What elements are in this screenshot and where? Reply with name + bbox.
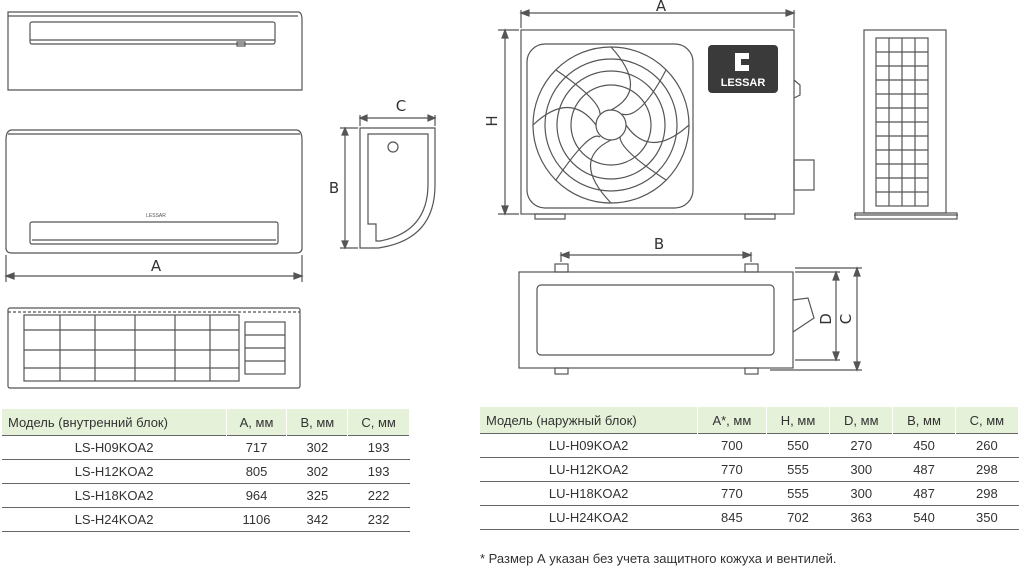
table-cell: LU-H24KOA2 [480, 505, 698, 530]
outdoor-front-view [498, 9, 815, 220]
table-cell: 270 [829, 433, 893, 458]
table-cell: LU-H18KOA2 [480, 481, 698, 506]
table-cell: LS-H24KOA2 [2, 507, 227, 532]
table-row: LU-H12KOA2 770 555 300 487 298 [480, 457, 1019, 482]
table-cell: 555 [766, 481, 830, 506]
table-cell: 342 [286, 507, 348, 532]
table-cell: 450 [892, 433, 956, 458]
table-cell: 302 [286, 459, 348, 484]
table-cell: LS-H09KOA2 [2, 435, 227, 460]
table-row: LS-H24KOA2 1106 342 232 [2, 507, 410, 532]
table-cell: 555 [766, 457, 830, 482]
table-cell: 193 [347, 435, 410, 460]
table-cell: 487 [892, 457, 956, 482]
table-cell: 487 [892, 481, 956, 506]
header-cell: C, мм [347, 409, 410, 436]
header-cell: B, мм [286, 409, 349, 436]
indoor-brand-text: LESSAR [146, 213, 166, 219]
dim-label-c-indoor: C [396, 97, 406, 115]
dim-label-c-outdoor: C [837, 314, 855, 324]
dim-label-d-outdoor: D [817, 313, 835, 325]
header-cell: H, мм [766, 407, 831, 434]
table-cell: 298 [955, 457, 1019, 482]
table-header-row: Модель (наружный блок) A*, мм H, мм D, м… [480, 407, 1020, 434]
table-cell: 298 [955, 481, 1019, 506]
table-row: LU-H09KOA2 700 550 270 450 260 [480, 433, 1019, 458]
table-cell: 260 [955, 433, 1019, 458]
outdoor-side-view [854, 29, 958, 220]
table-row: LU-H18KOA2 770 555 300 487 298 [480, 481, 1019, 506]
table-cell: 702 [766, 505, 830, 530]
header-cell: Модель (внутренний блок) [2, 409, 227, 436]
indoor-top-view [7, 11, 303, 91]
logo-mark-icon [735, 53, 749, 71]
indoor-specs-table: Модель (внутренний блок) A, мм B, мм C, … [2, 409, 410, 532]
table-cell: 717 [226, 435, 287, 460]
table-cell: 300 [829, 481, 893, 506]
table-cell: 845 [697, 505, 767, 530]
table-cell: 302 [286, 435, 348, 460]
table-cell: 964 [226, 483, 287, 508]
table-cell: 222 [347, 483, 410, 508]
indoor-width-dimension [4, 255, 304, 282]
outdoor-top-view [518, 251, 862, 375]
dim-label-h-outdoor: H [483, 115, 501, 126]
dim-label-a-indoor: A [151, 257, 162, 275]
table-cell: 540 [892, 505, 956, 530]
table-cell: LU-H12KOA2 [480, 457, 698, 482]
table-row: LU-H24KOA2 845 702 363 540 350 [480, 505, 1019, 530]
table-cell: 770 [697, 481, 767, 506]
technical-drawing: LESSAR LESSAR A C B A H B D C [4, 0, 958, 389]
dim-label-a-outdoor: A [656, 0, 667, 15]
table-cell: 770 [697, 457, 767, 482]
table-cell: LS-H18KOA2 [2, 483, 227, 508]
dim-label-b-outdoor: B [654, 235, 664, 253]
table-cell: LU-H09KOA2 [480, 433, 698, 458]
header-cell: B, мм [892, 407, 956, 434]
header-cell: D, мм [829, 407, 894, 434]
table-header-row: Модель (внутренний блок) A, мм B, мм C, … [2, 409, 410, 436]
outdoor-specs-table: Модель (наружный блок) A*, мм H, мм D, м… [480, 407, 1020, 530]
table-cell: 300 [829, 457, 893, 482]
table-cell: 1106 [226, 507, 287, 532]
header-cell: C, мм [955, 407, 1020, 434]
table-cell: 363 [829, 505, 893, 530]
indoor-back-view [7, 307, 301, 389]
table-cell: 193 [347, 459, 410, 484]
table-cell: 232 [347, 507, 410, 532]
indoor-side-view [340, 114, 437, 250]
table-row: LS-H18KOA2 964 325 222 [2, 483, 410, 508]
table-cell: 350 [955, 505, 1019, 530]
table-cell: 805 [226, 459, 287, 484]
logo-text: LESSAR [721, 77, 766, 89]
table-row: LS-H09KOA2 717 302 193 [2, 435, 410, 460]
dim-label-b-indoor: B [329, 179, 339, 197]
footnote: * Размер А указан без учета защитного ко… [480, 551, 837, 566]
table-cell: 550 [766, 433, 830, 458]
table-cell: 325 [286, 483, 348, 508]
table-cell: 700 [697, 433, 767, 458]
lessar-logo: LESSAR [708, 45, 778, 93]
indoor-front-view [5, 129, 303, 254]
table-cell: LS-H12KOA2 [2, 459, 227, 484]
header-cell: A, мм [226, 409, 288, 436]
header-cell: A*, мм [697, 407, 767, 434]
header-cell: Модель (наружный блок) [480, 407, 698, 434]
table-row: LS-H12KOA2 805 302 193 [2, 459, 410, 484]
